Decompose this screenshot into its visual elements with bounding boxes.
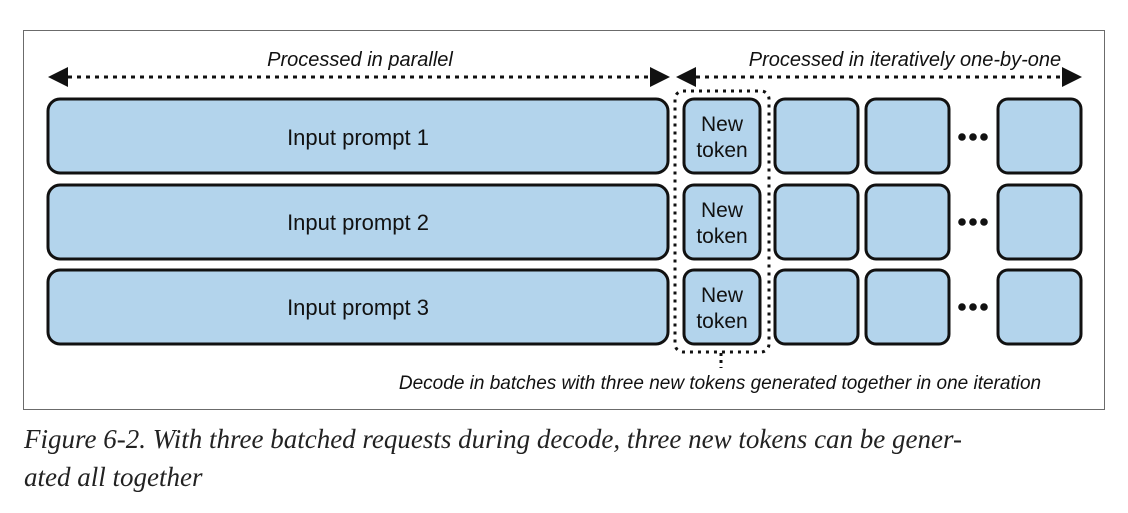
label-processed-iterative: Processed in iteratively one-by-one <box>749 49 1061 71</box>
input-prompt-box <box>46 268 670 346</box>
ellipsis-dots <box>958 133 988 141</box>
token-box <box>864 97 951 175</box>
input-prompt-label: Input prompt 3 <box>287 295 429 320</box>
parallel-arrow <box>48 67 670 87</box>
input-prompt-label: Input prompt 1 <box>287 125 429 150</box>
batch-decode-note: Decode in batches with three new tokens … <box>399 373 1041 394</box>
input-prompt-box <box>46 97 670 175</box>
row-3: Input prompt 3 New token <box>46 268 1083 346</box>
ellipsis-dots <box>958 218 988 226</box>
new-token-label-line1: New <box>701 199 744 222</box>
caption-line-2: ated all together <box>24 462 203 492</box>
row-1: Input prompt 1 New token <box>46 97 1083 175</box>
new-token-label-line1: New <box>701 113 744 136</box>
row-2: Input prompt 2 New token <box>46 183 1083 261</box>
new-token-label-line2: token <box>696 139 747 162</box>
token-box <box>996 97 1083 175</box>
input-prompt-box <box>46 183 670 261</box>
caption-line-1: Figure 6-2. With three batched requests … <box>24 424 962 454</box>
token-box <box>773 268 860 346</box>
new-token-box <box>682 97 762 175</box>
input-prompt-label: Input prompt 2 <box>287 210 429 235</box>
new-token-label-line2: token <box>696 225 747 248</box>
new-token-batch-outline <box>673 89 771 354</box>
ellipsis-dots <box>958 303 988 311</box>
token-box <box>864 268 951 346</box>
token-box <box>996 268 1083 346</box>
new-token-box <box>682 268 762 346</box>
token-box <box>864 183 951 261</box>
token-box <box>773 183 860 261</box>
figure-caption: Figure 6-2. With three batched requests … <box>24 420 1109 496</box>
new-token-label-line2: token <box>696 310 747 333</box>
token-box <box>996 183 1083 261</box>
new-token-box <box>682 183 762 261</box>
new-token-label-line1: New <box>701 284 744 307</box>
token-box <box>773 97 860 175</box>
label-processed-parallel: Processed in parallel <box>267 49 453 71</box>
iterative-arrow <box>676 67 1082 87</box>
